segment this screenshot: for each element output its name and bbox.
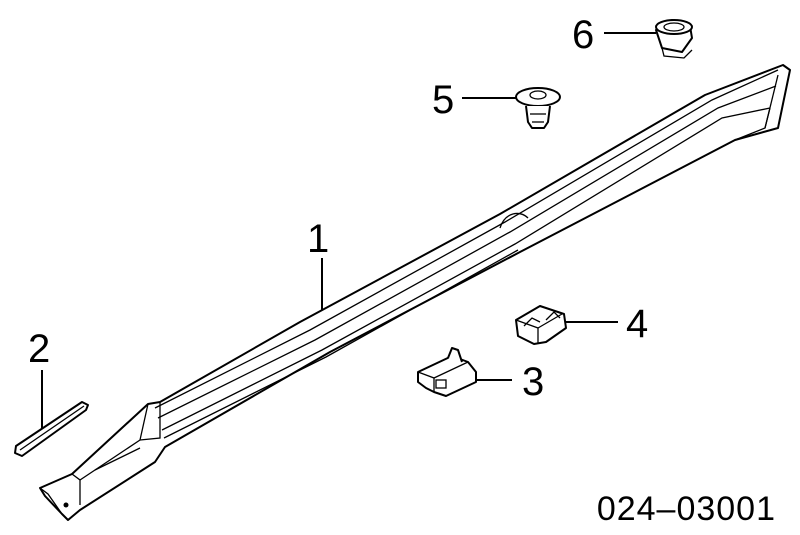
part-6-grommet (655, 19, 693, 59)
part-1-sill-trim (39, 64, 791, 521)
callout-5: 5 (432, 78, 454, 122)
callout-3: 3 (522, 360, 544, 404)
callout-1: 1 (307, 217, 329, 261)
part-4-clip (515, 305, 567, 345)
callout-6: 6 (572, 13, 594, 57)
part-5-push-rivet (515, 87, 561, 129)
callout-4: 4 (626, 302, 648, 346)
part-2-strip (14, 401, 89, 457)
reference-number: 024–03001 (597, 490, 776, 528)
part-3-clip (417, 347, 477, 397)
callout-2: 2 (28, 327, 50, 371)
